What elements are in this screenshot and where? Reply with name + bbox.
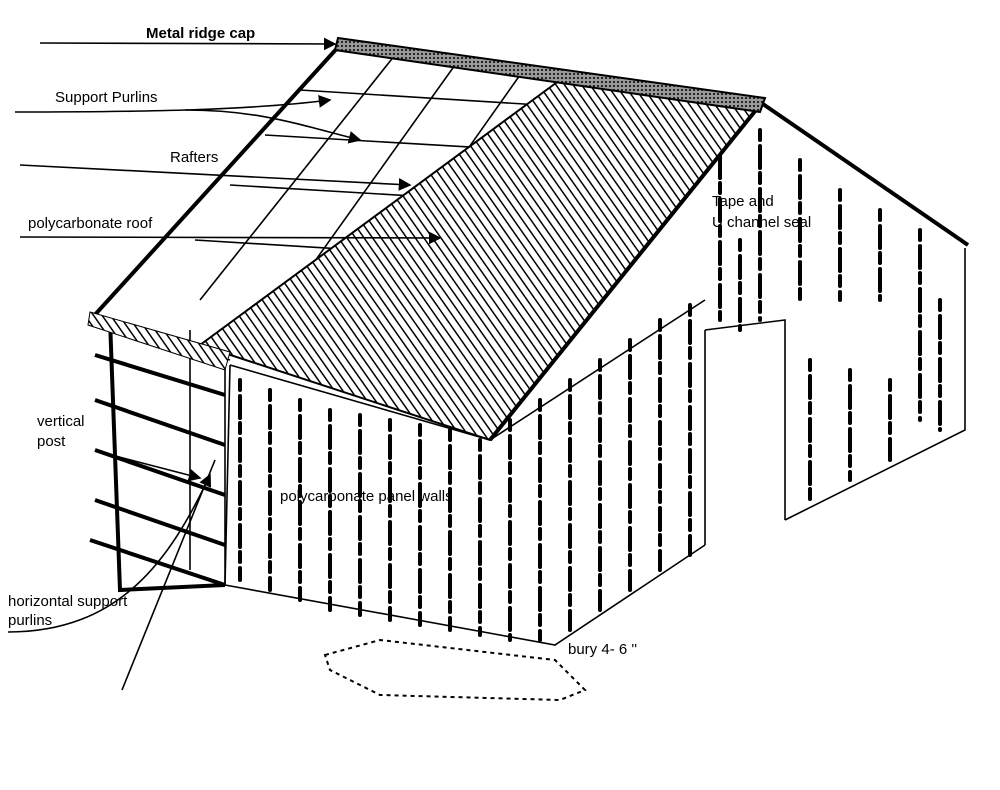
label-vertical-post-line1: vertical [37,413,85,430]
ground-patch [323,638,587,702]
label-tape-seal-line1: Tape and [712,193,774,210]
label-tape-seal-line2: U channel seal [712,214,811,231]
label-bury-depth: bury 4- 6 '' [568,641,637,658]
gable-end-wall [704,100,970,545]
label-horizontal-purlins-line2: purlins [8,612,52,629]
label-horizontal-purlins-line1: horizontal support [8,593,128,610]
label-metal-ridge-cap: Metal ridge cap [146,25,255,42]
label-rafters: Rafters [170,149,218,166]
label-support-purlins: Support Purlins [55,89,158,106]
roof-eave-edge [87,311,231,371]
leader-lines [7,37,442,691]
label-polycarbonate-roof: polycarbonate roof [28,215,153,232]
label-vertical-post-line2: post [37,433,66,450]
label-panel-walls: polycarbonate panel walls [280,488,453,505]
polycarbonate-roof-sheet [197,78,762,442]
